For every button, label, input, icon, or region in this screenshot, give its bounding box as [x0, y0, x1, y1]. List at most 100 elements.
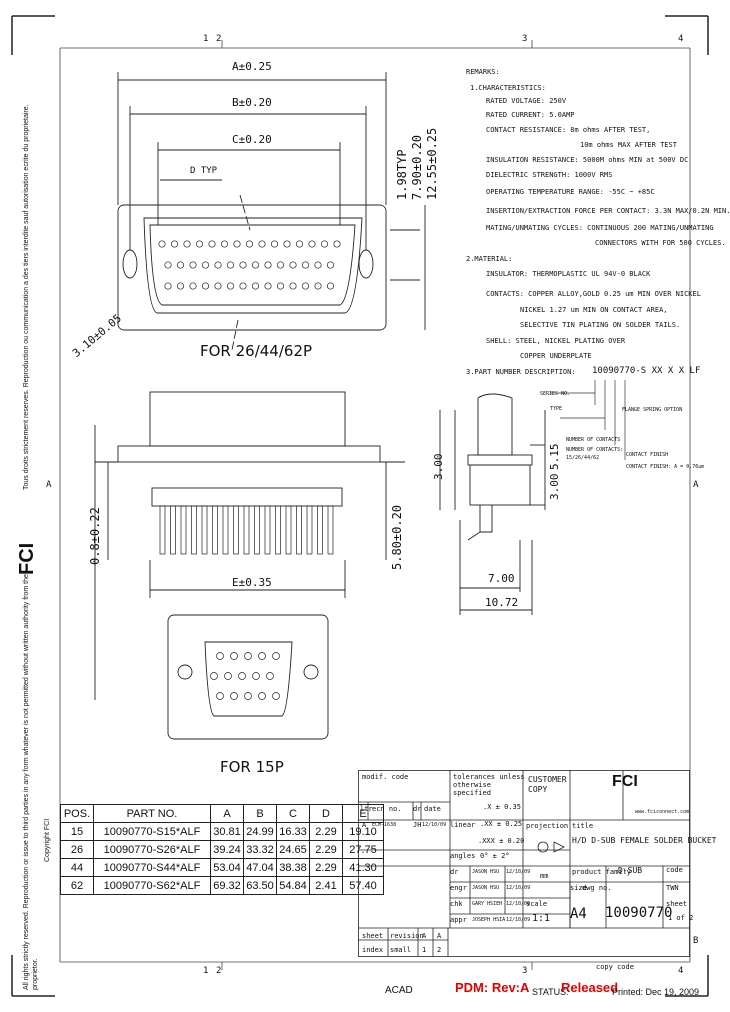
remark-line: INSULATION RESISTANCE: 5000M ohms MIN at…: [486, 156, 689, 164]
pn-description: 10090770-S XX X X LF: [592, 366, 701, 376]
signoff-date: 12/10/09: [506, 885, 531, 891]
zone-3-bottom: 3: [522, 966, 528, 976]
contact-hole: [244, 692, 252, 700]
scale-label: scale: [526, 900, 548, 908]
zone-b-right: B: [693, 936, 699, 946]
remark-line: 1.CHARACTERISTICS:: [470, 84, 546, 92]
sheet-rev-label: sheet: [362, 932, 384, 940]
table-cell: 2.29: [309, 858, 343, 877]
pdm-revision: PDM: Rev:A: [455, 980, 530, 995]
contact-hole: [195, 240, 204, 248]
ecn-label: ecn no.: [372, 805, 402, 813]
col-header: PART NO.: [93, 804, 211, 823]
signoff-role: chk: [450, 900, 463, 908]
remark-line: CONNECTORS WITH FOR 500 CYCLES.: [595, 239, 726, 247]
contact-hole: [314, 261, 322, 269]
contact-hole: [164, 261, 172, 269]
pn-label: TYPE: [550, 406, 563, 412]
contact-hole: [164, 282, 172, 290]
product-family-label: product family: [572, 868, 632, 876]
zone-a-left: A: [46, 480, 52, 490]
remark-line: OPERATING TEMPERATURE RANGE: -55C ~ +85C: [486, 188, 655, 196]
contact-hole: [258, 240, 266, 248]
acad-label: ACAD: [385, 985, 413, 996]
signoff-date: 12/10/09: [506, 917, 531, 923]
contact-hole: [270, 240, 279, 248]
contact-hole: [301, 282, 310, 290]
remark-line: MATING/UNMATING CYCLES: CONTINUOUS 200 M…: [486, 224, 714, 232]
table-cell: 47.04: [243, 858, 277, 877]
copyright-fr: Tous droits strictement reserves. Reprod…: [23, 104, 30, 490]
linear-label: linear: [450, 821, 476, 829]
contact-hole: [208, 240, 216, 248]
table-cell: 19.10: [342, 822, 384, 841]
contact-hole: [230, 652, 238, 660]
index-label: index: [362, 946, 384, 954]
remark-line: INSULATOR: THERMOPLASTIC UL 94V-0 BLACK: [486, 270, 651, 278]
solder-pin: [233, 505, 239, 555]
printed-date: Printed: Dec 19, 2009: [612, 987, 700, 997]
contact-hole: [314, 282, 322, 290]
contact-hole: [216, 692, 224, 700]
contact-hole: [301, 261, 310, 269]
table-cell: 62: [60, 876, 94, 895]
pn-note: CONTACT FINISH: A = 0.76um: [626, 464, 705, 470]
title-block-grid: [358, 770, 690, 957]
solder-pin: [254, 505, 260, 555]
dim-right-1: 1.98TYP: [395, 149, 409, 200]
col-header: B: [243, 804, 277, 823]
contact-hole: [326, 261, 335, 269]
copyright-en: All rights strictly reserved. Reproducti…: [23, 574, 39, 990]
table-cell: 2.29: [309, 822, 343, 841]
tol-1: .X ± 0.35: [483, 803, 521, 811]
code-label: code: [666, 866, 683, 874]
dim-side-1: 0.8±0.22: [88, 507, 102, 565]
dim-a: A±0.25: [232, 60, 272, 73]
signoff-date: 12/10/09: [506, 901, 531, 907]
rev-row: ECM-1638: [372, 822, 397, 828]
contact-hole: [170, 240, 179, 248]
signoff-name: JOSEPH HSIA: [472, 917, 506, 923]
zone-2-bottom: 2: [216, 966, 222, 976]
label-for-26-44-62p: FOR 26/44/62P: [200, 342, 313, 360]
rev-row: 12/10/09: [422, 822, 447, 828]
remark-line: RATED VOLTAGE: 250V: [486, 97, 567, 105]
modif-code-label: modif. code: [362, 773, 409, 781]
code-value: TWN: [666, 884, 679, 892]
customer-copy-stamp: CUSTOMER COPY: [528, 775, 567, 794]
table-cell: 10090770-S62*ALF: [93, 876, 211, 895]
contact-hole: [239, 261, 247, 269]
status-label: STATUS:: [532, 987, 569, 997]
sheet-col: A: [422, 932, 427, 940]
tolerances-label: tolerances unless otherwise specified: [453, 773, 525, 797]
solder-pin: [191, 505, 197, 555]
contact-hole: [220, 240, 229, 248]
parts-table: POS. PART NO. A B C D E 15 10090770-S15*…: [60, 804, 384, 895]
zone-1-bottom: 1: [203, 966, 209, 976]
contact-hole: [326, 282, 335, 290]
zone-a-right: A: [693, 480, 699, 490]
zone-3-top: 3: [522, 34, 528, 44]
contact-hole: [264, 282, 272, 290]
size-value: A4: [570, 906, 587, 922]
pn-label: NUMBER OF CONTACTS: [566, 437, 621, 443]
dim-side-2: 5.80±0.20: [390, 504, 404, 570]
contact-hole: [251, 261, 260, 269]
contact-hole: [308, 240, 316, 248]
remark-line: CONTACT RESISTANCE: 8m ohms AFTER TEST,: [486, 126, 651, 134]
sheet-label: sheet: [666, 900, 688, 908]
solder-pin: [170, 505, 176, 555]
signoff-date: 12/10/09: [506, 869, 531, 875]
table-cell: 53.04: [210, 858, 244, 877]
dim-side-view-5: 3.00: [548, 473, 561, 501]
contact-hole: [272, 652, 280, 660]
sheet-num: 1: [422, 946, 427, 954]
dim-c: C±0.20: [232, 133, 272, 146]
zone-2-top: 2: [216, 34, 222, 44]
copy-code-label: copy code: [596, 963, 634, 971]
table-cell: 69.32: [210, 876, 244, 895]
contact-hole: [276, 261, 285, 269]
scale-value: 1:1: [532, 913, 551, 924]
dim-side-view-3: 3.00: [432, 453, 445, 481]
contact-hole: [289, 261, 297, 269]
